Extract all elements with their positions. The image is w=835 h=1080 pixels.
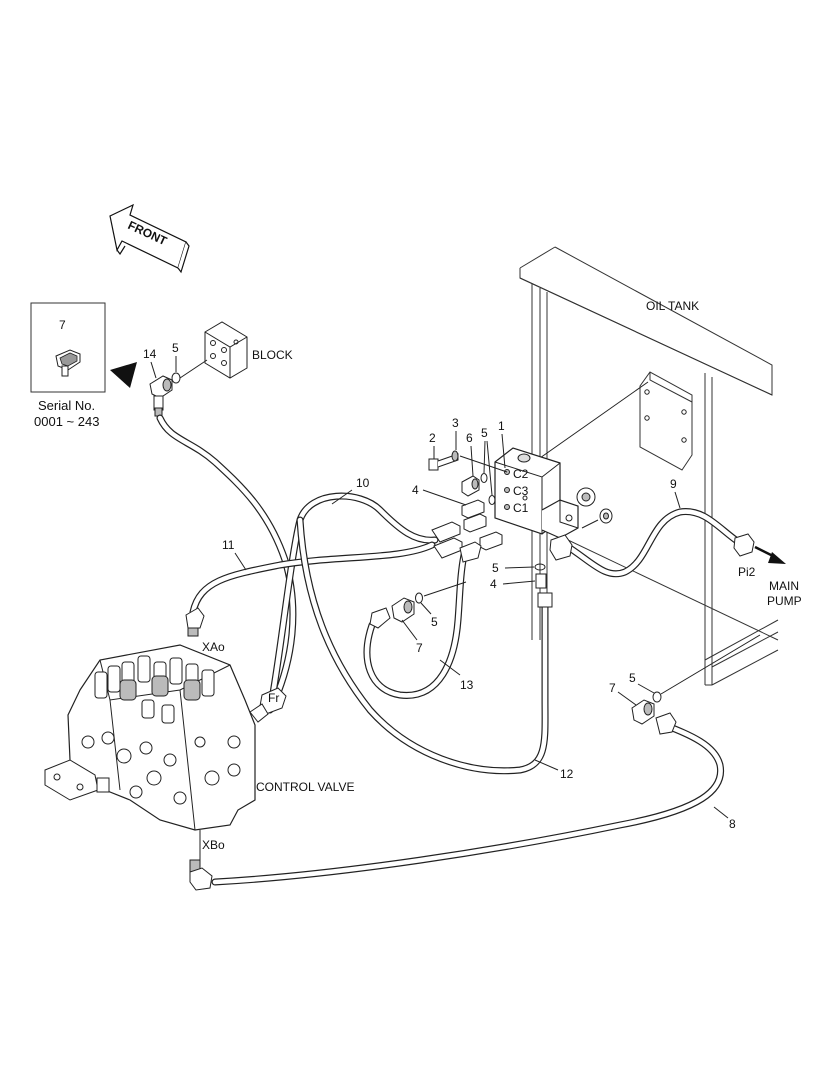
serial-range: 0001 ~ 243 xyxy=(34,414,99,429)
part-number-block-oring: 5 xyxy=(172,341,179,355)
part-number-valve-block: 1 xyxy=(498,419,505,433)
part-number-swivel-mid: 7 xyxy=(416,641,423,655)
port-c3-label: C3 xyxy=(513,484,529,498)
part-number-oring-swivel: 5 xyxy=(431,615,438,629)
part-number-hose-13: 13 xyxy=(460,678,474,692)
part-number-hose-10: 10 xyxy=(356,476,370,490)
oring-right xyxy=(652,691,662,703)
serial-label: Serial No. xyxy=(38,398,95,413)
part-number-oring-right: 5 xyxy=(629,671,636,685)
part-number-swivel-right: 7 xyxy=(609,681,616,695)
connector-left xyxy=(461,499,503,551)
port-xao-label: XAo xyxy=(202,640,225,654)
part-number-inset: 7 xyxy=(59,318,66,332)
connector-mid xyxy=(535,573,547,589)
small-elbow xyxy=(461,475,480,497)
main-pump-label-1: MAIN xyxy=(769,579,799,593)
part-number-hose-11: 11 xyxy=(222,538,235,552)
port-pi2-label: Pi2 xyxy=(738,565,756,579)
oil-tank-label: OIL TANK xyxy=(646,299,699,313)
serial-inset: 7 Serial No. 0001 ~ 243 xyxy=(30,302,106,429)
part-number-hose-9: 9 xyxy=(670,477,677,491)
part-number-washer: 3 xyxy=(452,416,459,430)
part-number-hose-8: 8 xyxy=(729,817,736,831)
part-number-bolt: 2 xyxy=(429,431,436,445)
oring-mid xyxy=(534,563,546,571)
hose-9-fittings xyxy=(549,533,755,561)
main-pump-label-2: PUMP xyxy=(767,594,802,608)
block: BLOCK xyxy=(204,321,293,379)
part-number-small-elbow: 6 xyxy=(466,431,473,445)
block-label: BLOCK xyxy=(252,348,293,362)
part-number-block-elbow: 14 xyxy=(143,347,157,361)
oring-top-a xyxy=(480,473,488,483)
oring-swivel xyxy=(415,592,423,604)
port-c1-label: C1 xyxy=(513,501,529,515)
part-number-hose-12: 12 xyxy=(560,767,574,781)
control-valve-label: CONTROL VALVE xyxy=(256,780,354,794)
port-xbo-label: XBo xyxy=(202,838,225,852)
hose-8 xyxy=(211,721,725,886)
port-c2-label: C2 xyxy=(513,467,529,481)
main-pump-arrow-icon xyxy=(768,552,786,564)
hose-end-fittings xyxy=(431,521,482,563)
oring-top-b xyxy=(488,495,496,505)
hose-12-end-fitting xyxy=(537,592,553,608)
front-arrow: FRONT xyxy=(109,203,190,274)
control-valve: XAo Fr XBo CONTROL VALVE xyxy=(44,607,354,891)
control-valve-spools xyxy=(94,655,215,724)
part-number-oring-mid: 5 xyxy=(492,561,499,575)
control-valve-ports xyxy=(81,731,241,805)
part-number-oring-top: 5 xyxy=(481,426,488,440)
port-fr-label: Fr xyxy=(268,691,279,705)
swivel-right xyxy=(631,699,677,735)
hoses xyxy=(156,414,744,886)
block-elbow-fitting xyxy=(149,375,173,417)
swivel-mid xyxy=(391,597,415,623)
inset-pointer xyxy=(110,362,137,388)
part-number-connector-left: 4 xyxy=(412,483,419,497)
block-oring xyxy=(171,372,181,384)
washer xyxy=(451,450,459,462)
inset-fitting-icon xyxy=(55,349,81,377)
valve-block: C2 C3 C1 xyxy=(494,447,579,539)
part-number-connector-mid: 4 xyxy=(490,577,497,591)
